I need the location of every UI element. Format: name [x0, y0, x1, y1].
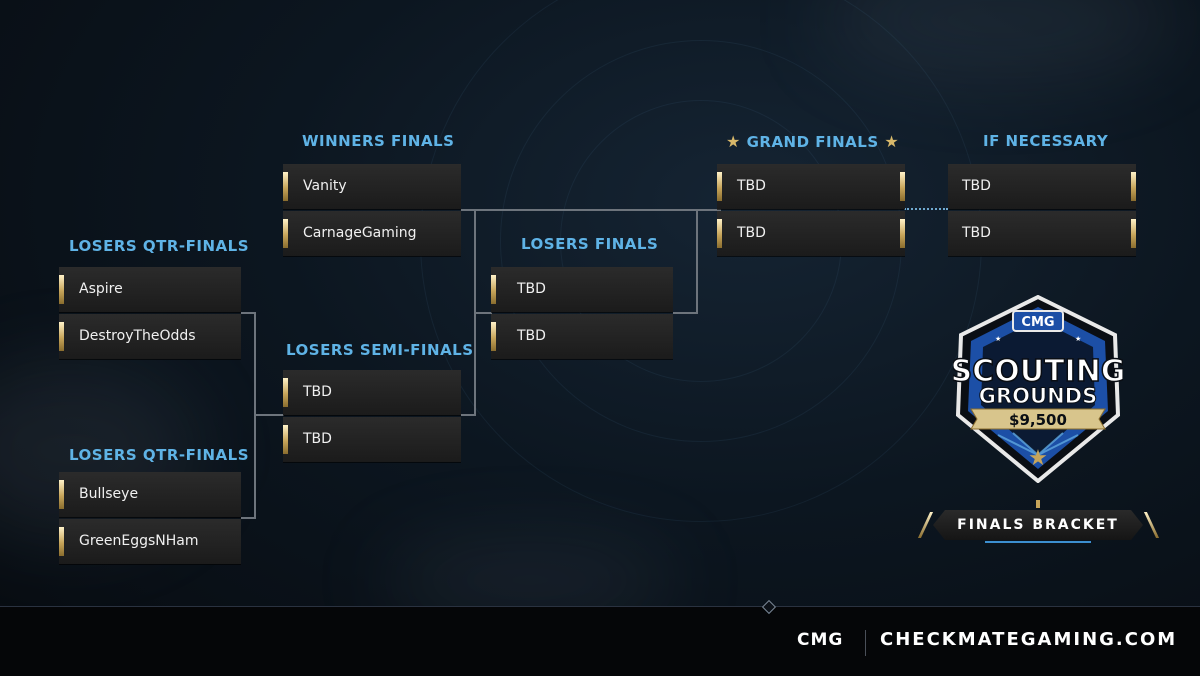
match-slot[interactable]: TBD [717, 164, 905, 209]
round-label-losers-finals: LOSERS FINALS [521, 235, 659, 253]
round-label-losers-qtr-finals-1: LOSERS QTR-FINALS [69, 237, 250, 255]
round-label-winners-finals: WINNERS FINALS [302, 132, 455, 150]
round-label-grand-finals-text: GRAND FINALS [746, 133, 879, 151]
team-name: DestroyTheOdds [79, 328, 196, 344]
team-name: TBD [303, 431, 332, 447]
connector-line [241, 312, 255, 314]
dotted-connector [904, 208, 948, 210]
logo-prize: $9,500 [1009, 411, 1067, 429]
match-slot[interactable]: CarnageGaming [283, 211, 461, 256]
connector-line [474, 312, 492, 314]
match-slot[interactable]: Bullseye [59, 472, 241, 517]
connector-line [241, 517, 255, 519]
match-slot[interactable]: Vanity [283, 164, 461, 209]
match-slot[interactable]: TBD [948, 211, 1136, 256]
team-name: TBD [737, 178, 766, 194]
match-slot[interactable]: TBD [491, 314, 673, 359]
match-slot[interactable]: Aspire [59, 267, 241, 312]
match-slot[interactable]: TBD [717, 211, 905, 256]
footer-website[interactable]: CHECKMATEGAMING.COM [880, 629, 1178, 650]
connector-line [461, 414, 475, 416]
connector-line [696, 209, 698, 314]
team-name: TBD [303, 384, 332, 400]
star-icon: ★ [1028, 446, 1048, 471]
finals-bracket-underline [985, 541, 1091, 543]
plate-tick [1036, 500, 1040, 508]
round-label-if-necessary: IF NECESSARY [983, 132, 1109, 150]
connector-line [254, 414, 284, 416]
match-slot[interactable]: TBD [491, 267, 673, 312]
match-slot[interactable]: GreenEggsNHam [59, 519, 241, 564]
finals-bracket-plate [933, 510, 1143, 540]
logo-badge-text: CMG [1021, 315, 1054, 330]
round-label-grand-finals: ★ GRAND FINALS ★ [726, 132, 899, 151]
team-name: TBD [962, 225, 991, 241]
plate-edge [917, 512, 934, 538]
team-name: Bullseye [79, 486, 139, 502]
team-name: TBD [962, 178, 991, 194]
star-icon: ★ [995, 335, 1001, 343]
match-slot[interactable]: DestroyTheOdds [59, 314, 241, 359]
team-name: TBD [737, 225, 766, 241]
star-icon: ★ [726, 132, 741, 151]
star-icon: ★ [884, 132, 900, 151]
footer-divider [865, 630, 866, 656]
connector-line [673, 312, 697, 314]
team-name: Vanity [303, 178, 347, 194]
match-slot[interactable]: TBD [948, 164, 1136, 209]
logo-title-line2: GROUNDS [979, 384, 1097, 408]
match-slot[interactable]: TBD [283, 370, 461, 415]
footer-bar [0, 606, 1200, 676]
finals-bracket-label: FINALS BRACKET [957, 517, 1119, 533]
scouting-grounds-logo: CMG ★ ★ SCOUTING GROUNDS $9,500 ★ [953, 295, 1123, 483]
match-slot[interactable]: TBD [283, 417, 461, 462]
logo-title-line1: SCOUTING [953, 354, 1123, 389]
star-icon: ★ [1075, 335, 1081, 343]
round-label-losers-qtr-finals-2: LOSERS QTR-FINALS [69, 446, 250, 464]
team-name: CarnageGaming [303, 225, 417, 241]
team-name: TBD [517, 328, 546, 344]
connector-line [461, 209, 721, 211]
plate-edge [1143, 512, 1160, 538]
team-name: GreenEggsNHam [79, 533, 199, 549]
footer-brand-logo: CMG [797, 630, 844, 650]
round-label-losers-semi-finals: LOSERS SEMI-FINALS [286, 341, 474, 359]
team-name: TBD [517, 281, 546, 297]
team-name: Aspire [79, 281, 123, 297]
